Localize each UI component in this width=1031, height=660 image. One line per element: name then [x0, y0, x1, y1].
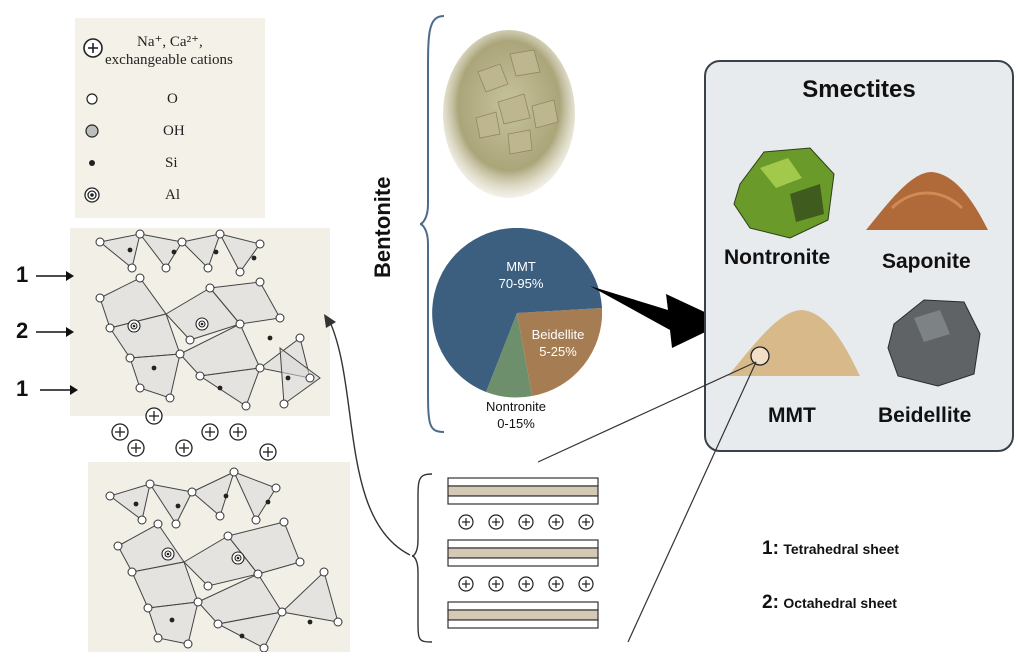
- nontronite-label: Nontronite: [724, 246, 831, 269]
- pie-slice-mmt: [432, 228, 602, 392]
- oxygen-symbol-icon: [86, 93, 98, 105]
- legend-item-silicon: Si: [75, 152, 265, 182]
- layer-stack-diagram: [411, 473, 599, 643]
- pie-label-mmt: MMT 70-95%: [498, 259, 544, 291]
- bentonite-label: Bentonite: [370, 176, 395, 278]
- layer-1-top-arrow-icon: [36, 271, 74, 281]
- smectites-title: Smectites: [802, 76, 916, 103]
- sheet-key-octahedral: 2: Octahedral sheet: [762, 592, 897, 614]
- clay-layer-structure-top: [70, 228, 330, 416]
- tot-layer-drawing-icon: [95, 229, 321, 411]
- legend-panel: Na⁺, Ca²⁺, exchangeable cations O OH Si …: [75, 18, 265, 218]
- connector-curve-icon: [324, 314, 411, 556]
- bentonite-powder-icon: [443, 30, 575, 198]
- mmt-powder-icon: [728, 310, 860, 376]
- legend-item-cations: Na⁺, Ca²⁺, exchangeable cations: [75, 34, 265, 68]
- beidellite-label: Beidellite: [878, 404, 972, 427]
- legend-item-oxygen: O: [75, 88, 265, 118]
- tot-layer-drawing-lower-icon: [105, 467, 343, 653]
- clay-layer-structure-bottom: [88, 462, 350, 653]
- cation-symbol-icon: [83, 38, 103, 58]
- sheet-key-tetra-label: Tetrahedral sheet: [783, 541, 900, 557]
- aluminum-symbol-icon: [84, 187, 100, 203]
- nontronite-rock-icon: [733, 147, 835, 239]
- mmt-label: MMT: [768, 404, 816, 427]
- saponite-powder-icon: [866, 172, 988, 230]
- legend-aluminum-label: Al: [165, 187, 180, 203]
- legend-item-hydroxyl: OH: [75, 120, 265, 150]
- pie-slice-nontronite: [486, 313, 532, 398]
- legend-cations-line2: exchangeable cations: [105, 52, 233, 68]
- beidellite-rock-icon: [887, 299, 981, 387]
- pie-slice-beidellite: [517, 308, 602, 396]
- layer-1-top-number: 1: [16, 262, 29, 287]
- legend-item-aluminum: Al: [75, 184, 265, 214]
- layer-1-bottom-arrow-icon: [40, 385, 78, 395]
- saponite-label: Saponite: [882, 250, 971, 273]
- bentonite-composition-pie: [432, 228, 602, 398]
- legend-oxygen-label: O: [167, 91, 178, 107]
- layer-1-bottom-number: 1: [16, 376, 29, 401]
- pie-label-beidellite: Beidellite 5-25%: [531, 327, 585, 359]
- silicon-symbol-icon: [89, 160, 95, 166]
- layer-2-arrow-icon: [36, 327, 74, 337]
- sheet-key-octa-label: Octahedral sheet: [783, 595, 897, 611]
- bentonite-bracket-icon: [419, 15, 445, 433]
- sheet-key-tetrahedral: 1: Tetrahedral sheet: [762, 538, 899, 560]
- legend-silicon-label: Si: [165, 155, 178, 171]
- sheet-key-octa-number: 2:: [762, 592, 779, 613]
- smectites-panel: Smectites Nontronite Saponite MMT Beidel…: [704, 60, 1014, 452]
- legend-cations-line1: Na⁺, Ca²⁺,: [137, 34, 203, 50]
- legend-hydroxyl-label: OH: [163, 123, 185, 139]
- interlayer-cations-icon: [111, 407, 277, 461]
- layer-2-number: 2: [16, 318, 29, 343]
- zoom-lines-icon: [537, 361, 757, 643]
- pie-label-nontronite: Nontronite 0-15%: [486, 399, 546, 431]
- sheet-key-tetra-number: 1:: [762, 538, 779, 559]
- hydroxyl-symbol-icon: [85, 124, 99, 138]
- mmt-arrow-icon: [590, 286, 726, 348]
